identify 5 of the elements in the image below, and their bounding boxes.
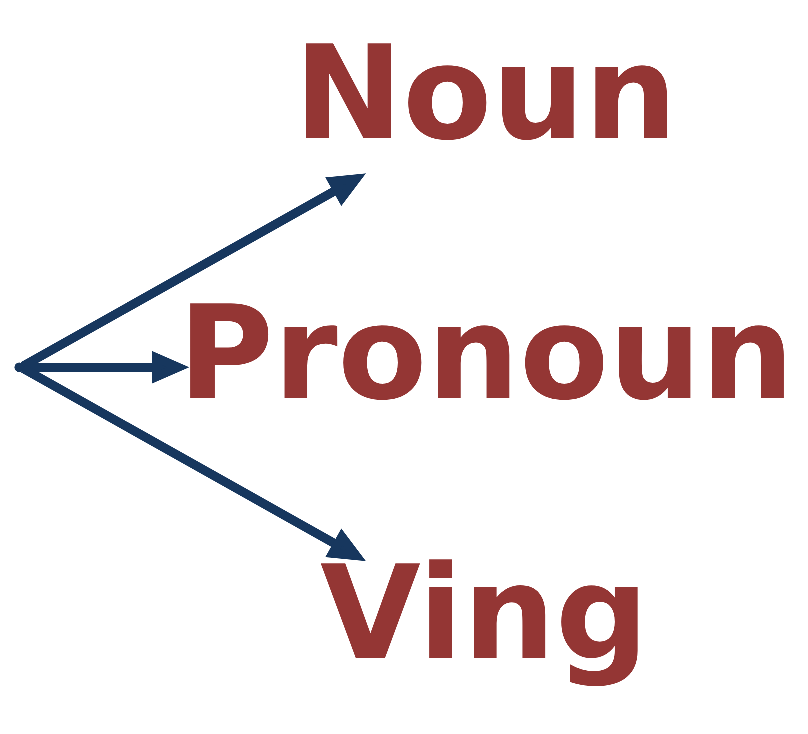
node-text: Pronoun xyxy=(178,276,794,429)
node-point xyxy=(14,362,24,372)
node-text: Noun xyxy=(294,16,678,169)
node-text: Ving xyxy=(320,536,649,689)
arrow xyxy=(21,173,366,370)
